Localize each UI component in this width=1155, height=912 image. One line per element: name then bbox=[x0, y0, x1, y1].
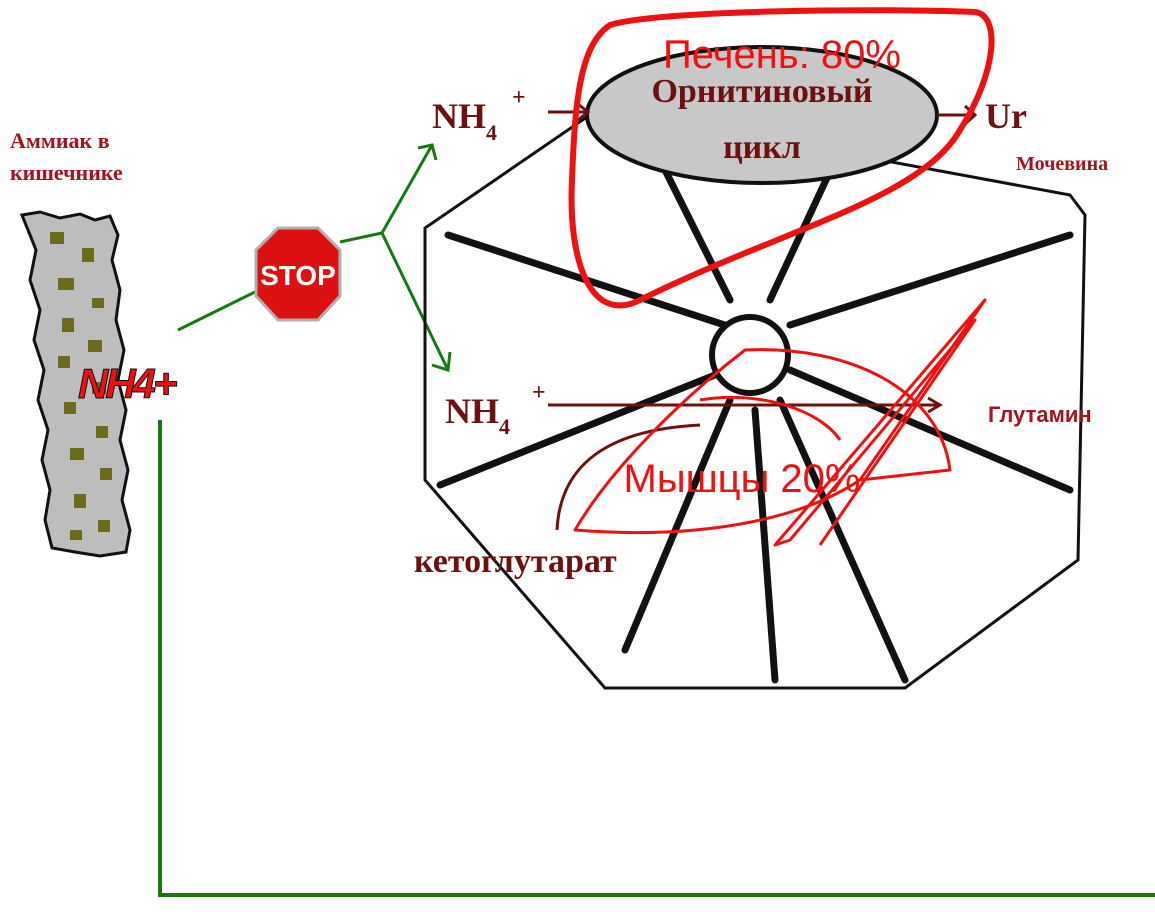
svg-text:NH: NH bbox=[432, 96, 486, 136]
urea-short-label: Ur bbox=[985, 96, 1027, 136]
ketoglutarate-label: кетоглутарат bbox=[414, 543, 617, 580]
stop-sign-label: STOP bbox=[260, 260, 336, 291]
intestine-ion-label: NH4+ bbox=[78, 360, 177, 407]
ornithine-cycle-label-line1: Орнитиновый bbox=[651, 73, 872, 110]
svg-text:+: + bbox=[512, 85, 526, 111]
muscle-percentage-label: Мышцы 20% bbox=[624, 457, 861, 501]
ammonium-top-label: NH 4 + bbox=[432, 85, 526, 145]
liver-percentage-label: Печень: 80% bbox=[663, 33, 901, 77]
urea-label: Мочевина bbox=[1016, 153, 1108, 175]
intestine-title-line1: Аммиак в bbox=[10, 128, 110, 153]
svg-text:4: 4 bbox=[499, 414, 510, 439]
svg-text:+: + bbox=[532, 380, 546, 406]
ammonium-bottom-label: NH 4 + bbox=[445, 380, 546, 439]
glutamine-label: Глутамин bbox=[988, 402, 1092, 427]
ornithine-cycle-label-line2: цикл bbox=[723, 129, 801, 166]
intestine-title-line2: кишечнике bbox=[10, 160, 123, 185]
svg-text:4: 4 bbox=[486, 120, 497, 145]
svg-text:NH: NH bbox=[445, 391, 499, 431]
